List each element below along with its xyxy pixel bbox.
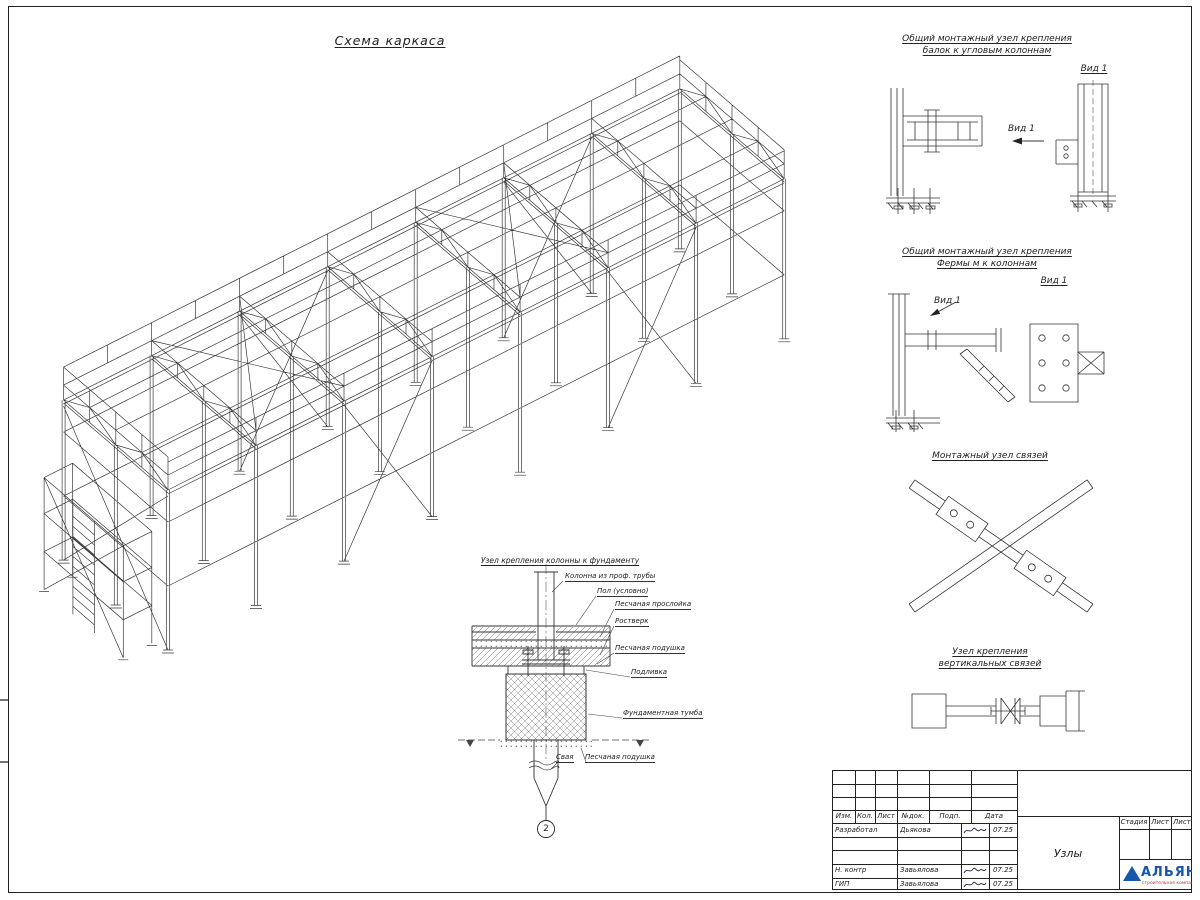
detail-beams-title-line1: Общий монтажный узел крепления [902, 34, 1072, 44]
label-pile: Свая [556, 753, 574, 763]
tb-sheets: Листов [1173, 818, 1192, 826]
tb-company-cell: АЛЬЯНС строительная компания [1119, 859, 1192, 889]
signature-scribble [963, 867, 987, 874]
view-arrow-icon [930, 308, 941, 316]
label-leader-lines [550, 580, 631, 770]
callout-circle [537, 820, 555, 838]
sheet-border [8, 6, 1192, 893]
label-sand-cushion-2: Песчаная подушка [585, 753, 655, 763]
signature-scribble [963, 881, 987, 888]
tb-row2-date: 07.25 [992, 866, 1014, 874]
tb-col-podp: Подп. [939, 812, 961, 820]
label-pedestal: Фундаментная тумба [623, 709, 703, 719]
detail-beams-title-line2: балок к угловым колоннам [922, 46, 1052, 56]
tb-row1-role: Разработал [835, 826, 878, 834]
detail-truss-view-title: Вид 1 [1040, 276, 1068, 286]
label-sand-cushion: Песчаная подушка [615, 644, 685, 654]
detail-truss-title: Общий монтажный узел крепления Фермы м к… [872, 246, 1102, 270]
detail-truss-title-line2: Фермы м к колоннам [937, 259, 1037, 269]
detail-beams-title: Общий монтажный узел крепления балок к у… [872, 33, 1102, 57]
label-grout: Подливка [631, 668, 668, 678]
tb-sheet: Лист [1151, 818, 1169, 826]
foundation-title: Узел крепления колонны к фундаменту [480, 556, 640, 565]
tb-row2-name: Завьялова [900, 866, 939, 874]
company-tagline: строительная компания [1142, 881, 1192, 886]
detail-truss-arrow-label: Вид 1 [934, 296, 961, 306]
tb-row3-date: 07.25 [992, 880, 1014, 888]
tb-col-data: Дата [984, 812, 1004, 820]
detail-braces-assembly-drawing [908, 479, 1094, 613]
view-arrow-icon [1012, 137, 1022, 145]
tb-doc-title: Узлы [1053, 847, 1083, 860]
label-grillage: Ростверк [615, 617, 649, 627]
detail-vertical-title: Узел крепления вертикальных связей [884, 646, 1096, 670]
detail-vertical-title-line2: вертикальных связей [938, 659, 1042, 669]
detail-truss-to-columns-drawing [886, 293, 1105, 432]
tb-row3-role: ГИП [835, 880, 850, 888]
label-sand-layer: Песчаная прослойка [615, 600, 692, 610]
company-name: АЛЬЯНС [1141, 865, 1192, 880]
company-logo-icon [1123, 866, 1141, 881]
signature-scribble [963, 827, 987, 834]
detail-vertical-braces-drawing [911, 690, 1085, 732]
page-title: Схема каркаса [334, 33, 446, 48]
detail-beams-to-corner-columns-drawing [886, 80, 1116, 214]
label-floor: Пол (условно) [597, 587, 649, 597]
detail-beams-arrow-label: Вид 1 [1008, 124, 1035, 134]
tb-col-ndok: №док. [901, 812, 925, 820]
tb-stage: Стадия [1120, 818, 1148, 826]
tb-row1-name: Дьякова [900, 826, 931, 834]
tb-row2-role: Н. контр [835, 866, 867, 874]
detail-vertical-title-line1: Узел крепления [952, 647, 1028, 657]
title-block: Изм. Кол. Лист №док. Подп. Дата Разработ… [832, 770, 1192, 890]
detail-braces-title: Монтажный узел связей [932, 451, 1048, 461]
margin-tick-marks [0, 699, 8, 763]
label-column: Колонна из проф. трубы [565, 572, 656, 582]
tb-col-izm: Изм. [835, 812, 853, 820]
tb-row1-date: 07.25 [992, 826, 1014, 834]
callout-number: 2 [543, 823, 549, 834]
detail-beams-view-title: Вид 1 [1080, 64, 1108, 74]
tb-col-list: Лист [877, 812, 895, 820]
detail-truss-title-line1: Общий монтажный узел крепления [902, 247, 1072, 257]
foundation-detail-drawing [458, 564, 650, 838]
frame-scheme-isometric-drawing [39, 55, 791, 661]
tb-col-kol: Кол. [857, 812, 873, 820]
tb-row3-name: Завьялова [900, 880, 939, 888]
